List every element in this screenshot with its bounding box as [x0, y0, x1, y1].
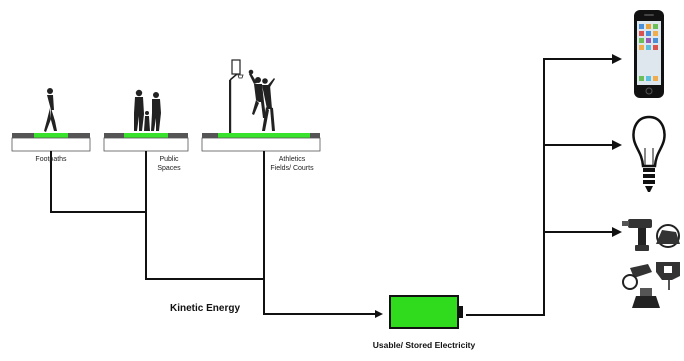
output-arrows: [612, 54, 622, 237]
label-kinetic-energy: Kinetic Energy: [170, 303, 241, 314]
tile-footpaths: [11, 133, 91, 152]
label-stored-electricity: Usable/ Stored Electricity: [372, 340, 476, 350]
basketball-players-icon: [229, 59, 275, 133]
distribution-lines: [466, 58, 612, 316]
tile-public-spaces: [103, 133, 189, 152]
label-athletics: Athletics Fields/ Courts: [270, 156, 314, 172]
walking-person-icon: [44, 88, 57, 132]
family-icon: [134, 89, 161, 131]
label-footpaths: Footpaths: [35, 156, 67, 163]
light-bulb-icon: [632, 115, 666, 192]
smartphone-icon: [634, 10, 664, 98]
battery-icon: [389, 295, 463, 329]
tile-athletics: [201, 133, 321, 152]
collection-lines: [50, 151, 378, 315]
power-tools-icon: [622, 219, 680, 308]
label-public-spaces: Public Spaces: [157, 156, 181, 172]
